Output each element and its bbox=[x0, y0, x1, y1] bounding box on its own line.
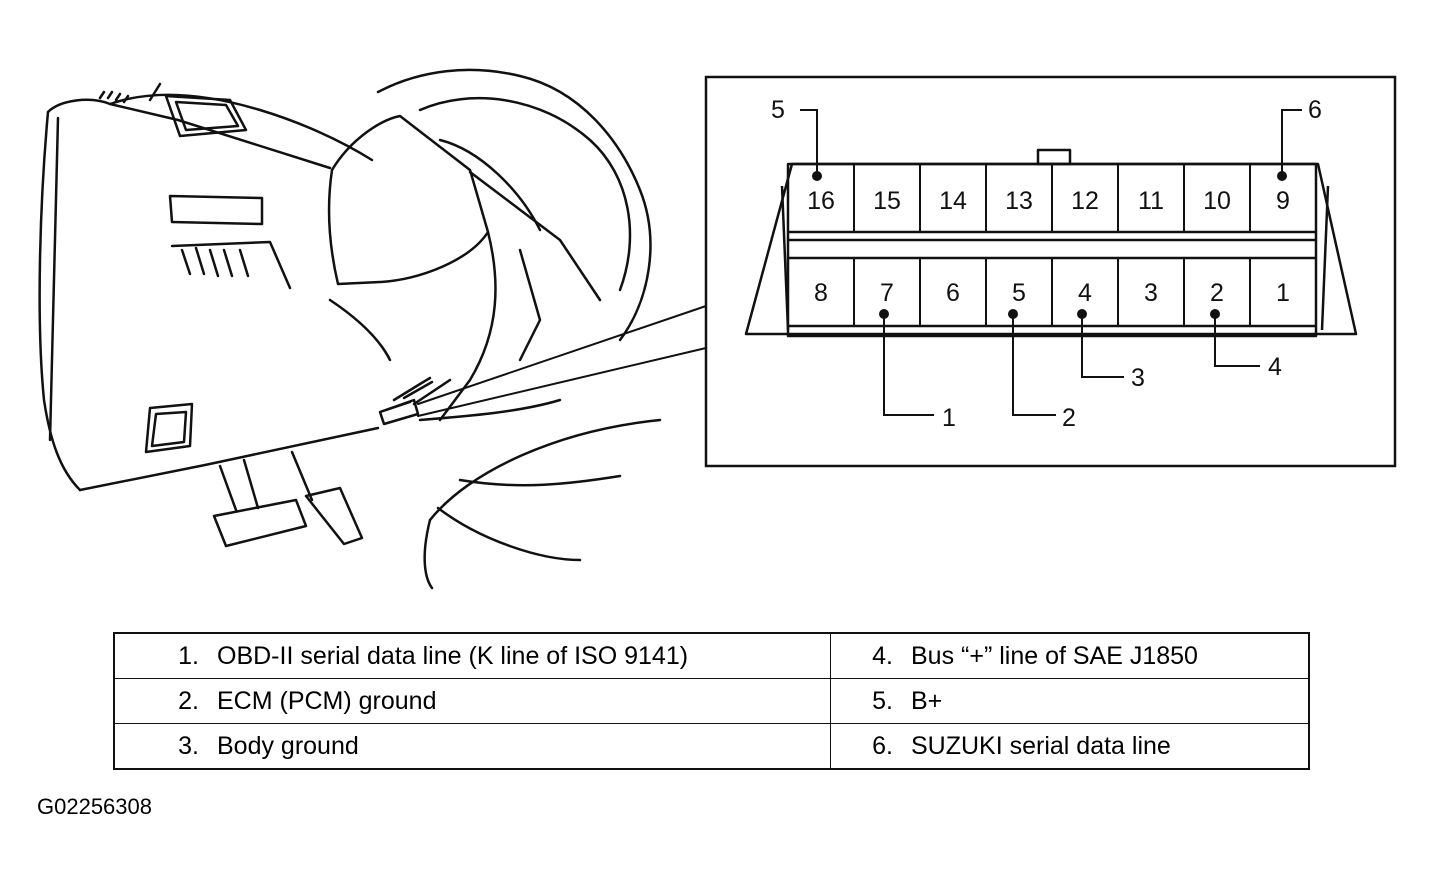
callout-2: 2 bbox=[1062, 404, 1076, 432]
pin-label-1: 1 bbox=[1276, 279, 1290, 307]
pin-label-15: 15 bbox=[873, 187, 901, 215]
legend-text-5: B+ bbox=[911, 686, 943, 715]
legend-text-2: ECM (PCM) ground bbox=[217, 686, 437, 715]
legend-text-3: Body ground bbox=[217, 731, 359, 760]
pin-label-8: 8 bbox=[814, 279, 828, 307]
pin-label-16: 16 bbox=[807, 187, 835, 215]
pin-label-2: 2 bbox=[1210, 279, 1224, 307]
pin-label-13: 13 bbox=[1005, 187, 1033, 215]
legend-text-6: SUZUKI serial data line bbox=[911, 731, 1171, 760]
callout-4: 4 bbox=[1268, 353, 1282, 381]
pin-label-12: 12 bbox=[1071, 187, 1099, 215]
pin-label-14: 14 bbox=[939, 187, 967, 215]
table-row: 2. ECM (PCM) ground 5. B+ bbox=[113, 678, 1310, 724]
legend-text-1: OBD-II serial data line (K line of ISO 9… bbox=[217, 641, 689, 670]
callout-1: 1 bbox=[942, 404, 956, 432]
legend-num-5: 5. bbox=[872, 686, 893, 715]
detail-frame bbox=[704, 75, 1397, 468]
legend-text-4: Bus “+” line of SAE J1850 bbox=[911, 641, 1198, 670]
pin-label-4: 4 bbox=[1078, 279, 1092, 307]
legend-num-4: 4. bbox=[872, 641, 893, 670]
callout-6: 6 bbox=[1308, 96, 1322, 124]
pin-label-9: 9 bbox=[1276, 187, 1290, 215]
callout-3: 3 bbox=[1131, 364, 1145, 392]
pin-legend-table: 1. OBD-II serial data line (K line of ISO… bbox=[113, 632, 1310, 770]
table-row: 3. Body ground 6. SUZUKI serial data line bbox=[113, 723, 1310, 770]
table-row: 1. OBD-II serial data line (K line of ISO… bbox=[113, 632, 1310, 679]
legend-num-6: 6. bbox=[872, 731, 893, 760]
pin-label-6: 6 bbox=[946, 279, 960, 307]
callout-5: 5 bbox=[771, 96, 785, 124]
pin-label-10: 10 bbox=[1203, 187, 1231, 215]
legend-num-3: 3. bbox=[178, 731, 199, 760]
pin-label-11: 11 bbox=[1138, 187, 1164, 215]
legend-num-2: 2. bbox=[178, 686, 199, 715]
legend-num-1: 1. bbox=[178, 641, 199, 670]
pin-label-3: 3 bbox=[1144, 279, 1158, 307]
figure-code: G02256308 bbox=[37, 794, 152, 819]
pin-label-5: 5 bbox=[1012, 279, 1026, 307]
pin-label-7: 7 bbox=[880, 279, 894, 307]
